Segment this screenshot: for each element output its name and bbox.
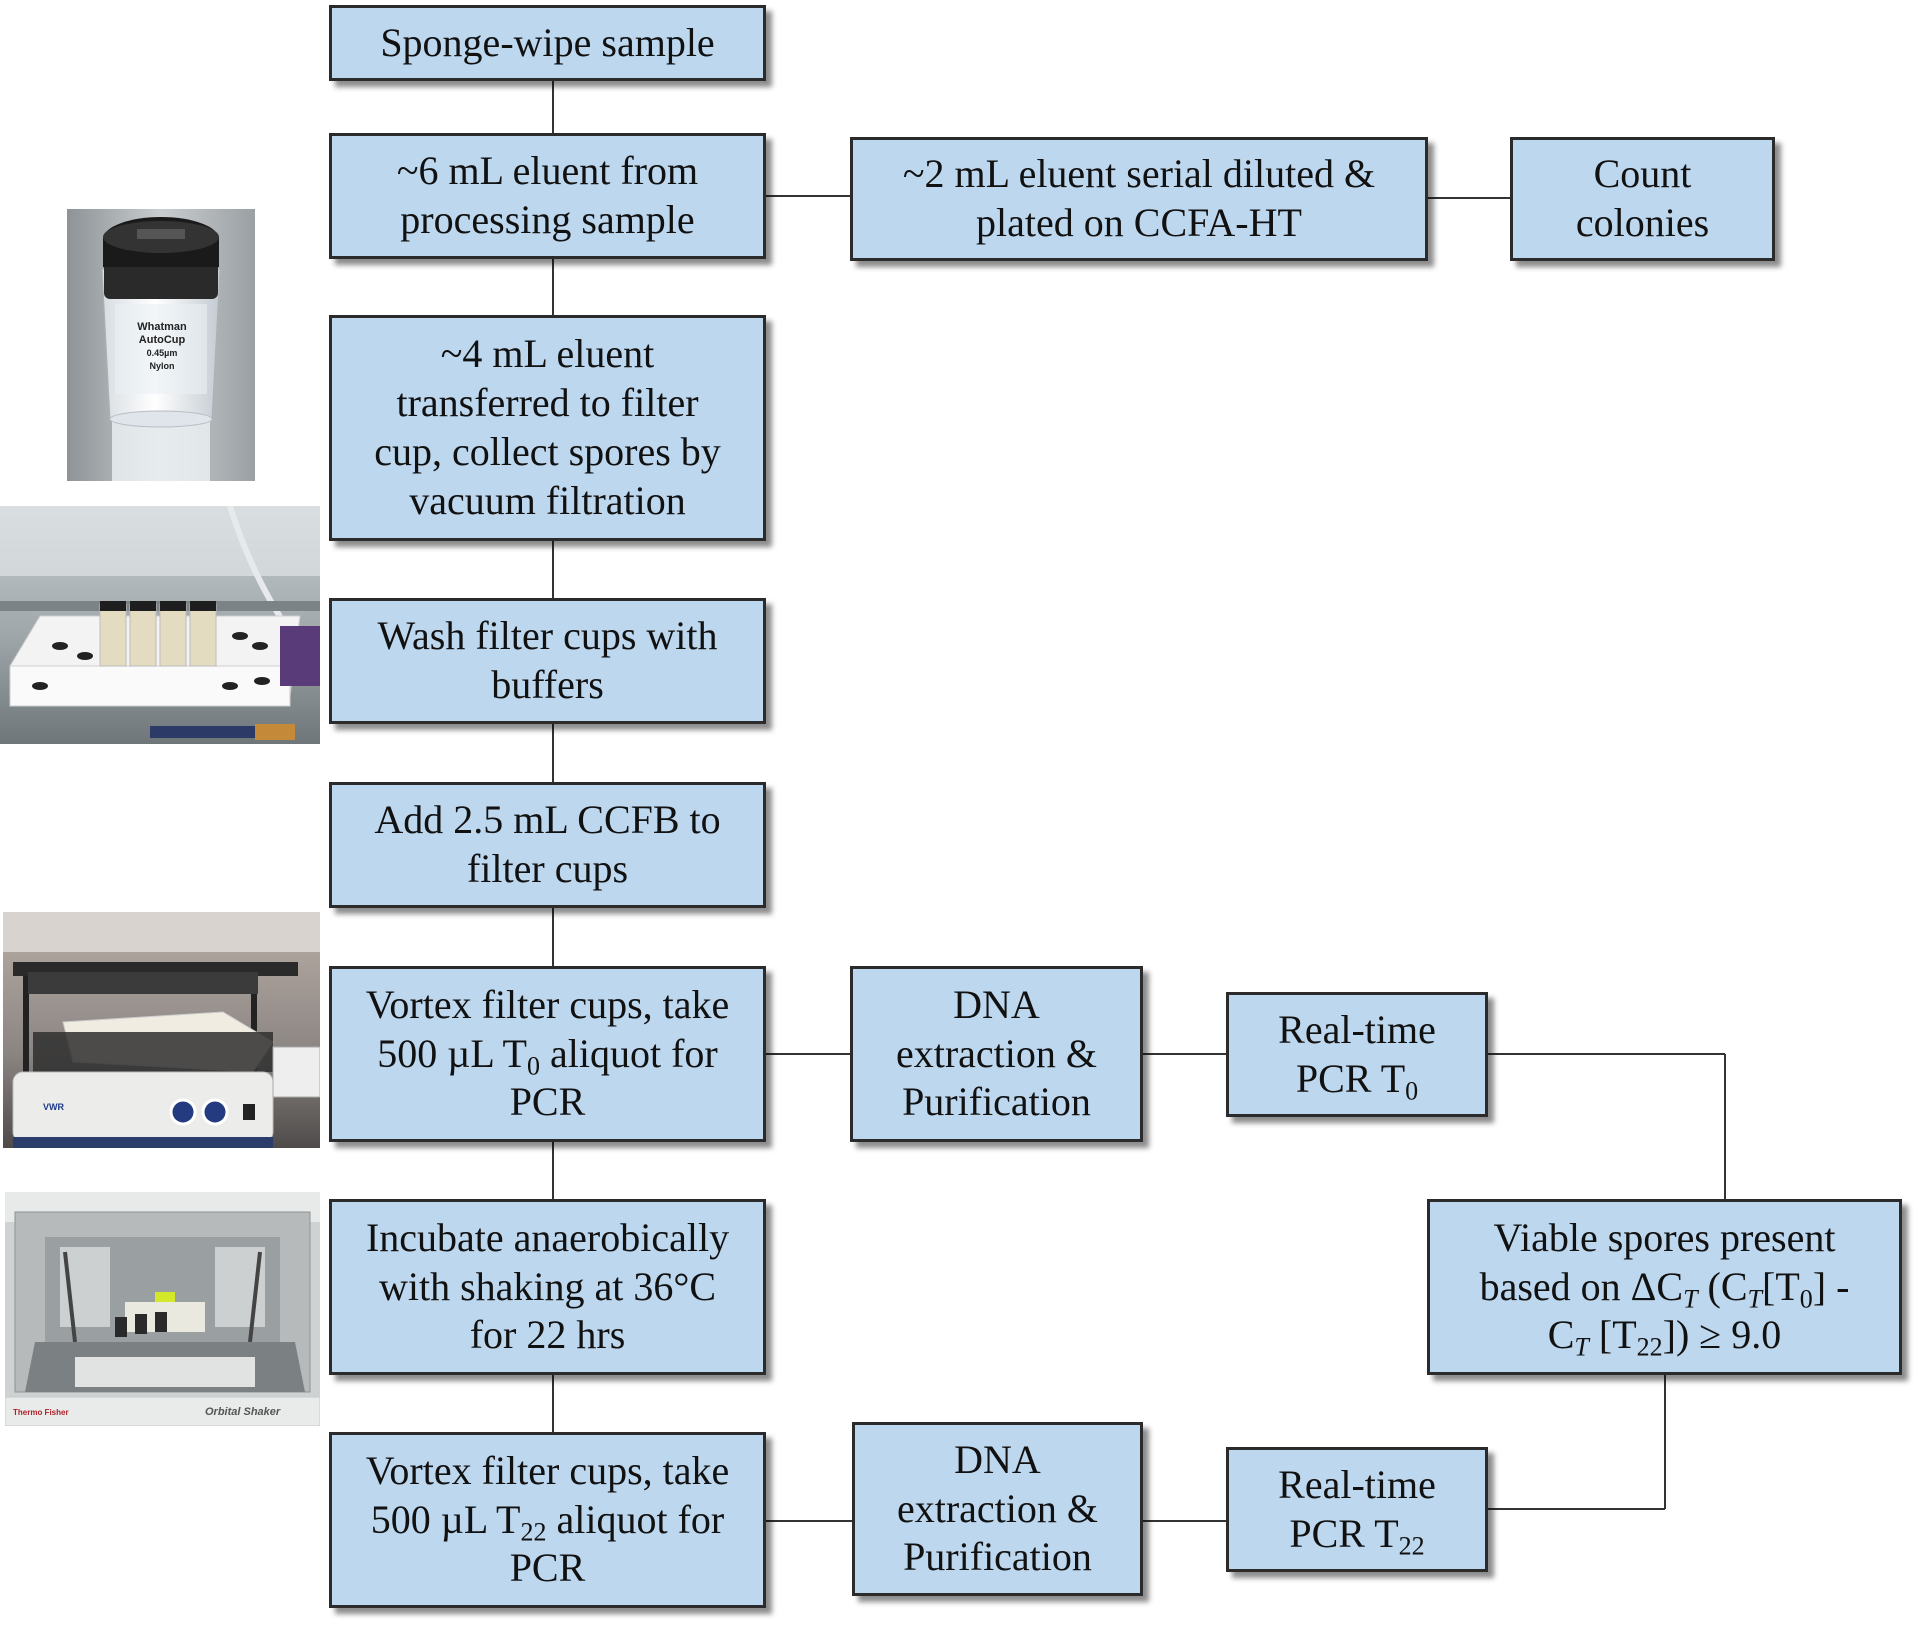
- filter-cup-label: 0.45µm: [146, 348, 178, 358]
- step-vortex-t0: Vortex filter cups, take 500 µL T0 aliqu…: [329, 966, 766, 1142]
- step-eluent-2ml: ~2 mL eluent serial diluted & plated on …: [850, 137, 1428, 261]
- filter-cup-label: AutoCup: [138, 334, 186, 346]
- step-incubate: Incubate anaerobically with shaking at 3…: [329, 1199, 766, 1375]
- step-viable-spores: Viable spores present based on ΔCT (CT[T…: [1427, 1199, 1902, 1375]
- step-pcr-t22: Real-time PCR T22: [1226, 1447, 1488, 1572]
- step-count-colonies: Count colonies: [1510, 137, 1775, 261]
- shaker-photo: Thermo Fisher Orbital Shaker: [5, 1192, 320, 1426]
- step-dna-extraction-1: DNA extraction & Purification: [850, 966, 1143, 1142]
- step-vortex-t22: Vortex filter cups, take 500 µL T22 aliq…: [329, 1432, 766, 1608]
- shaker-brand-label: Thermo Fisher: [13, 1408, 69, 1417]
- step-dna-extraction-2: DNA extraction & Purification: [852, 1422, 1143, 1596]
- filter-cup-photo: Whatman AutoCup 0.45µm Nylon: [67, 209, 255, 481]
- step-eluent-6ml: ~6 mL eluent from processing sample: [329, 133, 766, 259]
- step-wash-filter-cups: Wash filter cups with buffers: [329, 598, 766, 724]
- shaker-model-label: Orbital Shaker: [205, 1406, 281, 1418]
- step-vacuum-filtration: ~4 mL eluent transferred to filter cup, …: [329, 315, 766, 541]
- filter-rack-photo: [0, 506, 320, 744]
- filter-cup-label: Nylon: [149, 361, 175, 371]
- vortex-photo: VWR: [3, 912, 320, 1148]
- step-sponge-wipe: Sponge-wipe sample: [329, 5, 766, 81]
- filter-cup-label: Whatman: [137, 321, 187, 333]
- step-add-ccfb: Add 2.5 mL CCFB to filter cups: [329, 782, 766, 908]
- step-pcr-t0: Real-time PCR T0: [1226, 992, 1488, 1117]
- vortex-brand-label: VWR: [43, 1102, 64, 1112]
